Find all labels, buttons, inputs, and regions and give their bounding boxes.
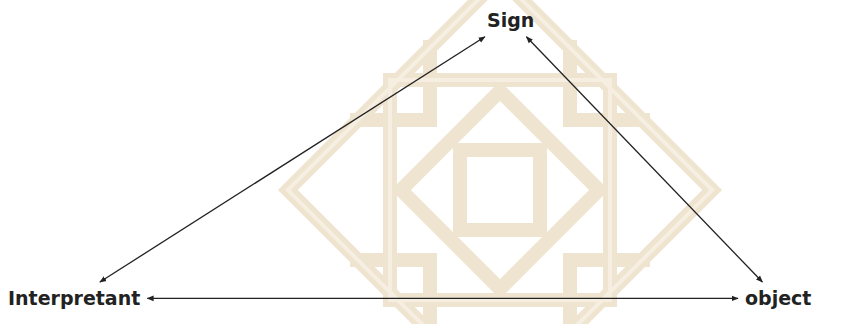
concept-node: Interpretant bbox=[4, 285, 144, 312]
node-label: object bbox=[745, 287, 811, 310]
concept-node: Sign bbox=[483, 7, 538, 34]
concept-node: object bbox=[741, 285, 815, 312]
double-arrow bbox=[147, 298, 738, 299]
double-arrow bbox=[526, 37, 762, 282]
node-label: Sign bbox=[487, 9, 534, 32]
double-arrow bbox=[100, 37, 485, 282]
node-label: Interpretant bbox=[8, 287, 140, 310]
interlace-ornament bbox=[288, 0, 712, 324]
